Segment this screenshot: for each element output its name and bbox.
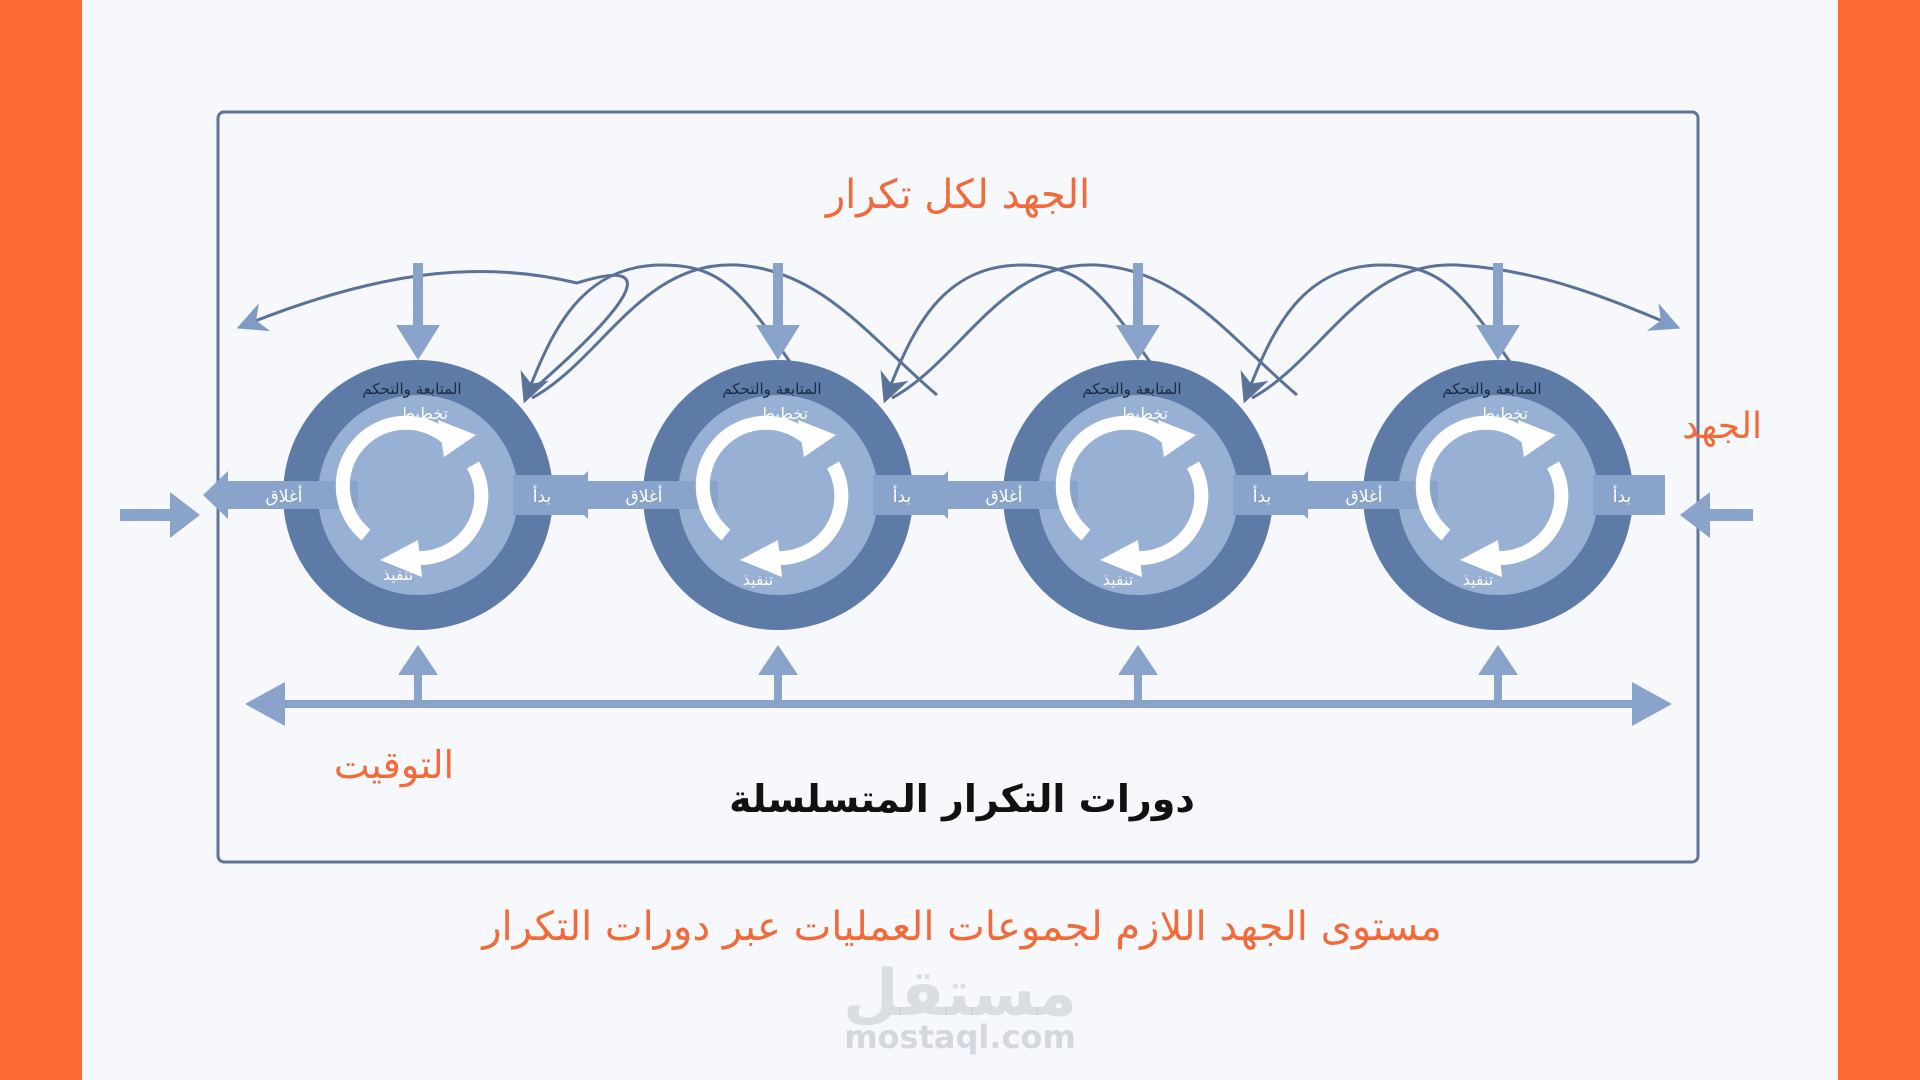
curve-s1	[531, 263, 938, 400]
effort-down-arrows	[396, 263, 1520, 360]
cycle-close-label: أغلاق	[626, 485, 663, 507]
left-input-arrow	[120, 492, 200, 538]
down-arrow-1	[396, 263, 440, 360]
cycle-start-label: بدأ	[1613, 485, 1631, 507]
cycle-monitor-label: المتابعة والتحكم	[722, 380, 821, 398]
cycle-start-label: بدأ	[533, 485, 551, 507]
cycle-start-label: بدأ	[893, 485, 911, 507]
cycle-2: المتابعة والتحكم تخطيط بدأ أغلاق تنفيذ	[563, 360, 945, 630]
curve-left-loop	[236, 269, 629, 397]
curve-s3	[1251, 263, 1681, 400]
slide: المتابعة والتحكم تخطيط بدأ أغلاق تنفيذ ا…	[82, 0, 1838, 1080]
cycle-plan-label: تخطيط	[760, 404, 808, 423]
down-arrow-2	[756, 263, 800, 360]
curve-b2	[880, 263, 1164, 404]
diagram-caption: مستوى الجهد اللازم لجموعات العمليات عبر …	[480, 904, 1442, 950]
down-arrow-3	[1116, 263, 1160, 360]
cycle-3: المتابعة والتحكم تخطيط بدأ أغلاق تنفيذ	[923, 360, 1305, 630]
cycle-monitor-label: المتابعة والتحكم	[362, 380, 461, 398]
curve-b3	[1240, 263, 1524, 404]
down-arrow-4	[1476, 263, 1520, 360]
cycle-close-label: أغلاق	[1346, 485, 1383, 507]
effort-label: الجهد	[1682, 406, 1762, 447]
effort-per-iteration-title: الجهد لكل تكرار	[824, 172, 1090, 218]
timing-axis	[245, 645, 1672, 726]
cycle-4: المتابعة والتحكم تخطيط بدأ أغلاق تنفيذ	[1283, 360, 1665, 630]
cycle-plan-label: تخطيط	[400, 404, 448, 423]
cycle-execute-label: تنفيذ	[1463, 570, 1494, 589]
cycle-1: المتابعة والتحكم تخطيط بدأ أغلاق تنفيذ	[203, 360, 585, 630]
cycle-monitor-label: المتابعة والتحكم	[1442, 380, 1541, 398]
right-input-arrow	[1680, 492, 1753, 538]
iteration-curves	[236, 263, 1681, 404]
mostaql-site-watermark: mostaql.com	[844, 1018, 1076, 1056]
cycle-execute-label: تنفيذ	[383, 565, 414, 584]
curve-b1	[520, 263, 804, 404]
iteration-diagram: المتابعة والتحكم تخطيط بدأ أغلاق تنفيذ ا…	[120, 110, 1762, 1056]
curve-s2	[891, 263, 1298, 400]
cycle-execute-label: تنفيذ	[743, 570, 774, 589]
timing-label: التوقيت	[334, 743, 454, 788]
mostaql-logo-watermark: مستقل	[843, 957, 1077, 1031]
cycle-close-label: أغلاق	[266, 485, 303, 507]
cycle-execute-label: تنفيذ	[1103, 570, 1134, 589]
cycle-plan-label: تخطيط	[1480, 404, 1528, 423]
diagram-title: دورات التكرار المتسلسلة	[729, 777, 1195, 822]
cycle-start-label: بدأ	[1253, 485, 1271, 507]
cycle-close-label: أغلاق	[986, 485, 1023, 507]
cycle-plan-label: تخطيط	[1120, 404, 1168, 423]
cycle-monitor-label: المتابعة والتحكم	[1082, 380, 1181, 398]
